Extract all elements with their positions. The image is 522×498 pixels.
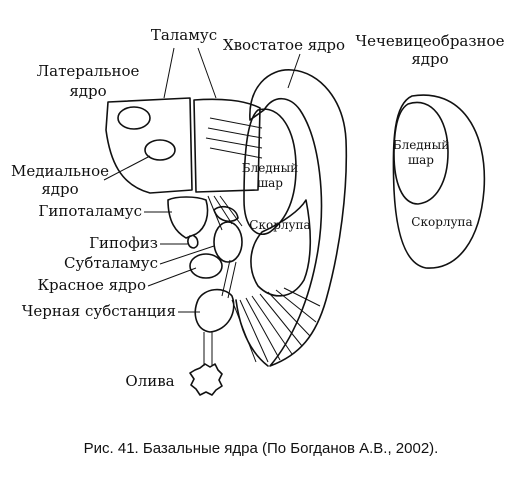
label-globus-right-2: шар xyxy=(408,153,434,167)
leader-lines xyxy=(103,47,301,313)
label-thalamus: Таламус xyxy=(151,26,217,44)
label-olive: Олива xyxy=(125,372,174,390)
lentiform-globus-shape xyxy=(393,101,449,205)
label-hypothalamus: Гипоталамус xyxy=(38,202,142,220)
label-lentiform-2: ядро xyxy=(411,50,448,68)
label-medial-1: Медиальное xyxy=(11,162,109,180)
figure-caption: Рис. 41. Базальные ядра (По Богданов А.В… xyxy=(83,440,439,457)
olive-shape xyxy=(189,363,223,396)
medial-nucleus-shape xyxy=(144,139,176,161)
radiating-fibers xyxy=(231,287,321,363)
label-globus-1: Бледный xyxy=(242,161,298,175)
globus-pallidus-shape xyxy=(243,108,297,235)
internal-capsule-hatching xyxy=(205,117,263,159)
label-globus-right-1: Бледный xyxy=(393,138,449,152)
label-caudate: Хвостатое ядро xyxy=(223,36,345,54)
label-hypophysis: Гипофиз xyxy=(89,234,158,252)
subthalamus-shape xyxy=(213,221,243,263)
hypophysis-shape xyxy=(187,235,199,249)
lentiform-putamen-shape xyxy=(392,94,486,269)
label-lateral-1: Латеральное xyxy=(37,62,140,80)
label-medial-2: ядро xyxy=(41,180,78,198)
label-putamen-right: Скорлупа xyxy=(411,215,472,229)
label-lateral-2: ядро xyxy=(69,82,106,100)
substantia-nigra-shape xyxy=(194,288,235,333)
label-lentiform-1: Чечевицеобразное xyxy=(356,32,505,50)
thalamus-right-half xyxy=(193,98,261,193)
label-substantia-nigra: Черная субстанция xyxy=(22,302,176,320)
label-globus-2: шар xyxy=(257,176,283,190)
red-nucleus-shape xyxy=(189,253,223,279)
label-putamen: Скорлупа xyxy=(249,218,310,232)
fiber-outline xyxy=(235,299,269,367)
caudate-nucleus-shape xyxy=(249,69,348,367)
label-red-nucleus: Красное ядро xyxy=(37,276,146,294)
lateral-nucleus-shape xyxy=(117,106,151,130)
label-subthalamus: Субталамус xyxy=(64,254,158,272)
thalamus-left-half xyxy=(105,97,193,194)
tract-lines xyxy=(203,195,243,366)
hypothalamus-shape xyxy=(167,196,209,239)
putamen-shape xyxy=(250,199,312,297)
